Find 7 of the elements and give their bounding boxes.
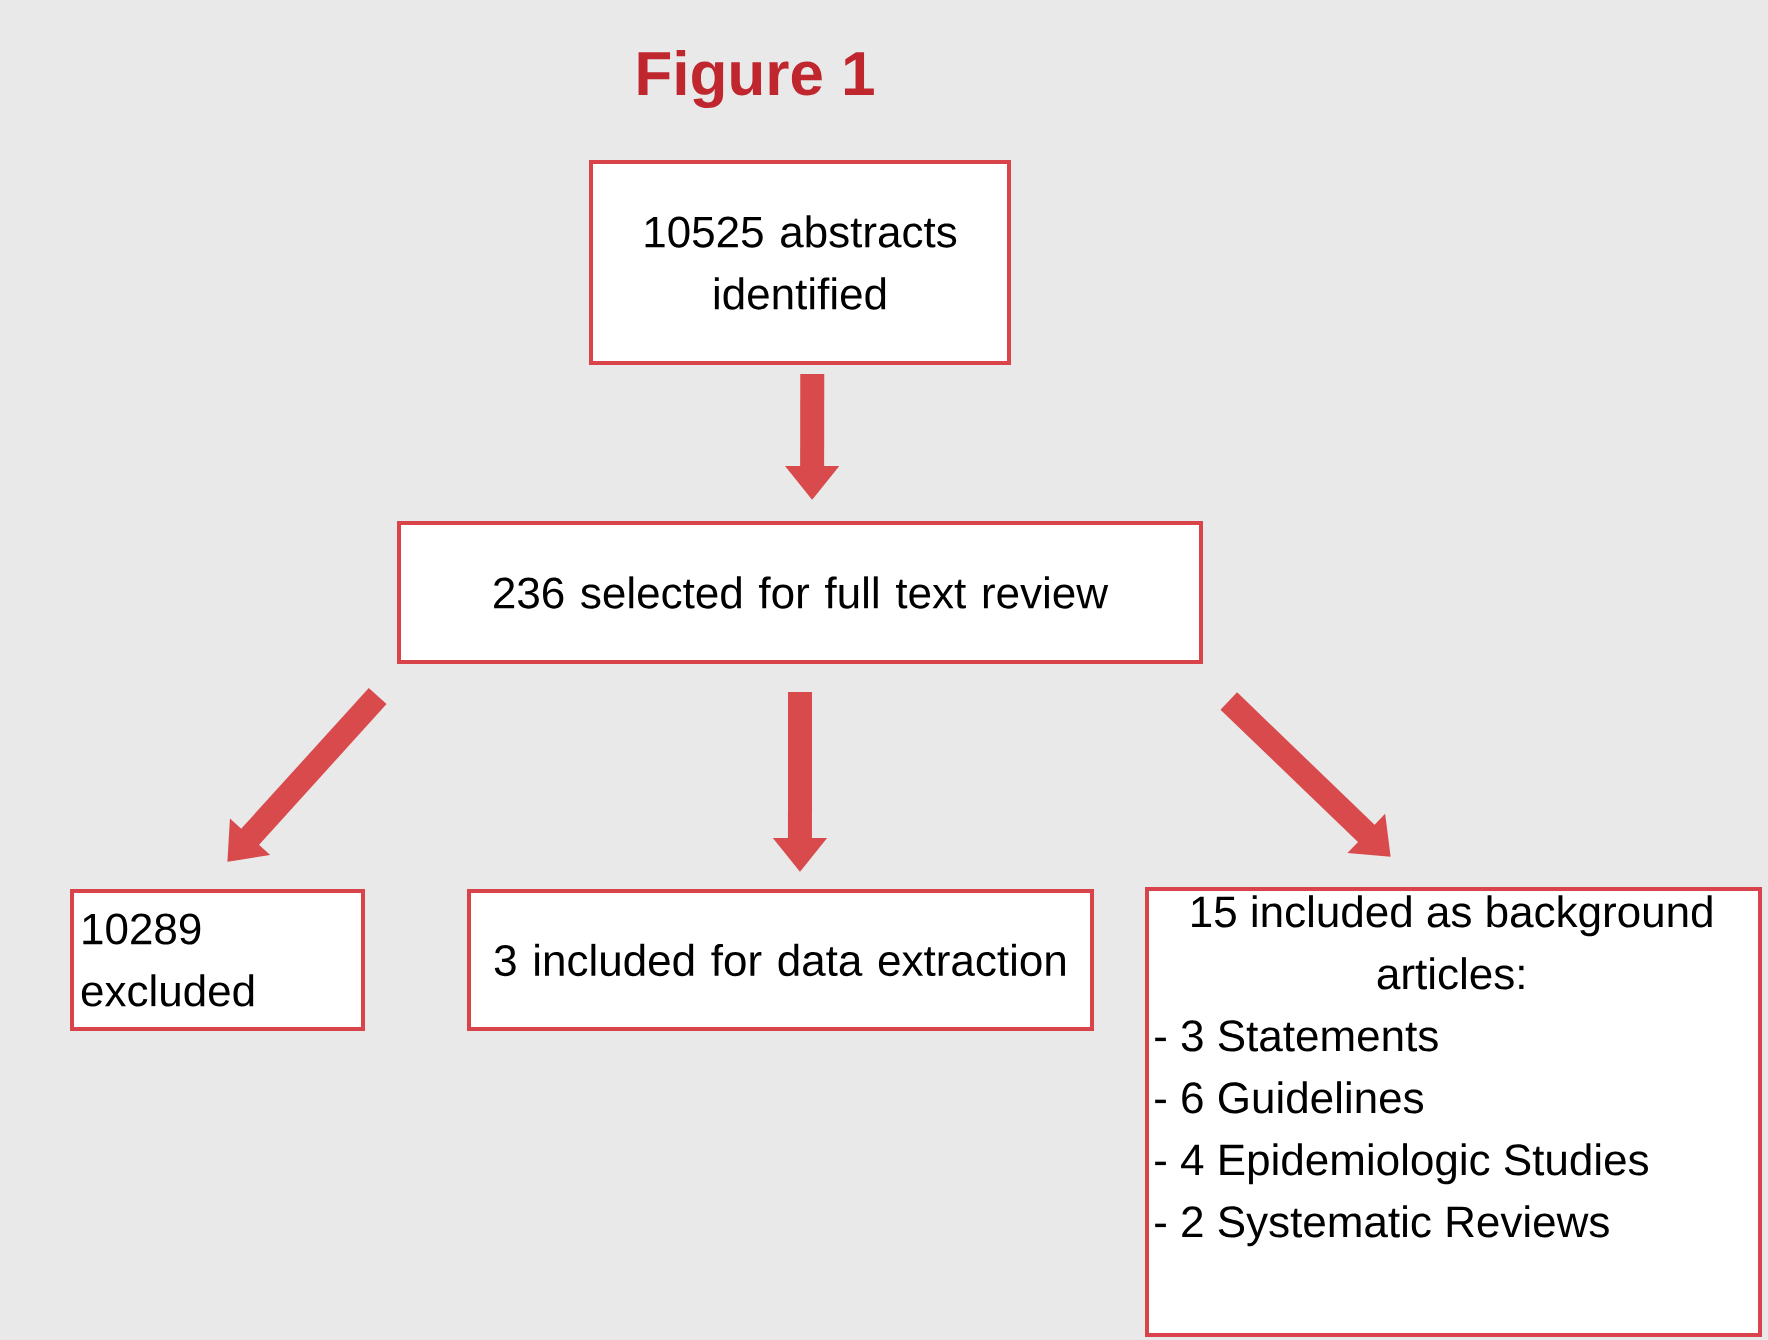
figure-title: Figure 1 [638, 49, 874, 109]
process-box: 3 included for data extraction [467, 889, 1094, 1031]
process-box: 10289 excluded [70, 889, 365, 1031]
process-box: 10525 abstracts identified [589, 160, 1011, 365]
list-box: 15 included as background articles: - 3 Statements - 6 Guidelines - 4 Epidemiologic Studies - 2 Systematic Reviews [1145, 887, 1762, 1337]
block-arrow [227, 687, 387, 862]
process-box: 236 selected for full text review [397, 521, 1203, 664]
